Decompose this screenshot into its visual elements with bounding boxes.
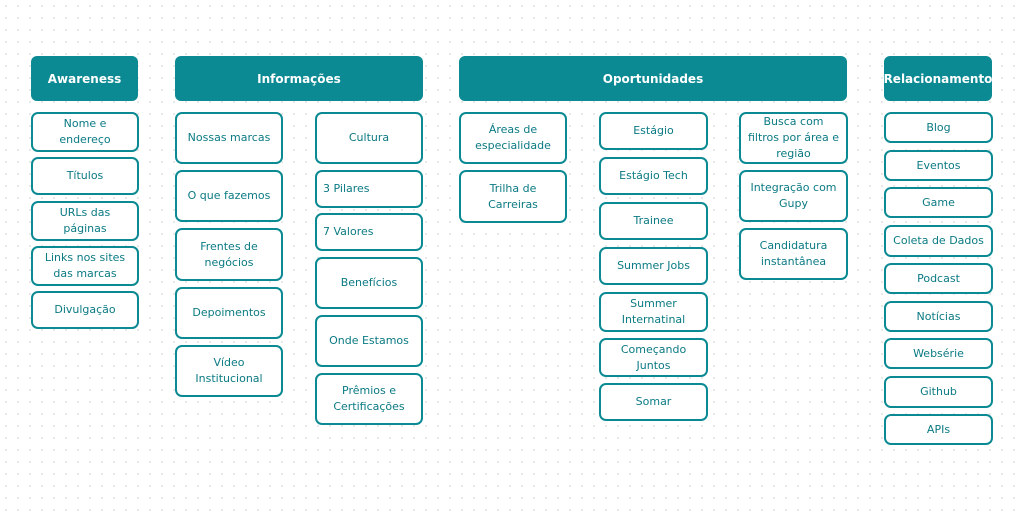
rel-item-coleta-dados: Coleta de Dados [884, 225, 993, 257]
info-item-premios: Prêmios e Certificações [315, 373, 423, 425]
oport-item-estagio-tech: Estágio Tech [599, 157, 708, 195]
awareness-item-links: Links nos sites das marcas [31, 246, 139, 286]
info-item-7-valores: 7 Valores [315, 213, 423, 251]
oport-item-summer-jobs: Summer Jobs [599, 247, 708, 285]
info-item-depoimentos: Depoimentos [175, 287, 283, 339]
rel-item-podcast: Podcast [884, 263, 993, 294]
header-informacoes: Informações [175, 56, 423, 101]
awareness-item-titulos: Títulos [31, 157, 139, 195]
rel-item-game: Game [884, 187, 993, 218]
oport-item-summer-international: Summer Internatinal [599, 292, 708, 332]
oport-item-candidatura-instantanea: Candidatura instantânea [739, 228, 848, 280]
header-oportunidades: Oportunidades [459, 56, 847, 101]
awareness-item-urls: URLs das páginas [31, 201, 139, 241]
oport-item-comecando-juntos: Começando Juntos [599, 338, 708, 377]
info-item-o-que-fazemos: O que fazemos [175, 170, 283, 222]
rel-item-eventos: Eventos [884, 150, 993, 181]
info-item-beneficios: Benefícios [315, 257, 423, 309]
rel-item-apis: APIs [884, 414, 993, 445]
oport-item-trainee: Trainee [599, 202, 708, 240]
oport-item-trilha-carreiras: Trilha de Carreiras [459, 170, 567, 223]
info-item-video-institucional: Vídeo Institucional [175, 345, 283, 397]
info-item-frentes-negocios: Frentes de negócios [175, 228, 283, 281]
rel-item-noticias: Notícias [884, 301, 993, 332]
oport-item-integracao-gupy: Integração com Gupy [739, 170, 848, 222]
header-relacionamento: Relacionamento [884, 56, 992, 101]
oport-item-estagio: Estágio [599, 112, 708, 150]
oport-item-areas-especialidade: Áreas de especialidade [459, 112, 567, 164]
awareness-item-nome-endereco: Nome e endereço [31, 112, 139, 152]
info-item-3-pilares: 3 Pilares [315, 170, 423, 208]
rel-item-github: Github [884, 376, 993, 408]
info-item-onde-estamos: Onde Estamos [315, 315, 423, 367]
awareness-item-divulgacao: Divulgação [31, 291, 139, 329]
oport-item-somar: Somar [599, 383, 708, 421]
rel-item-webserie: Websérie [884, 338, 993, 369]
info-item-cultura: Cultura [315, 112, 423, 164]
info-item-nossas-marcas: Nossas marcas [175, 112, 283, 164]
rel-item-blog: Blog [884, 112, 993, 143]
header-awareness: Awareness [31, 56, 138, 101]
oport-item-busca-filtros: Busca com filtros por área e região [739, 112, 848, 164]
